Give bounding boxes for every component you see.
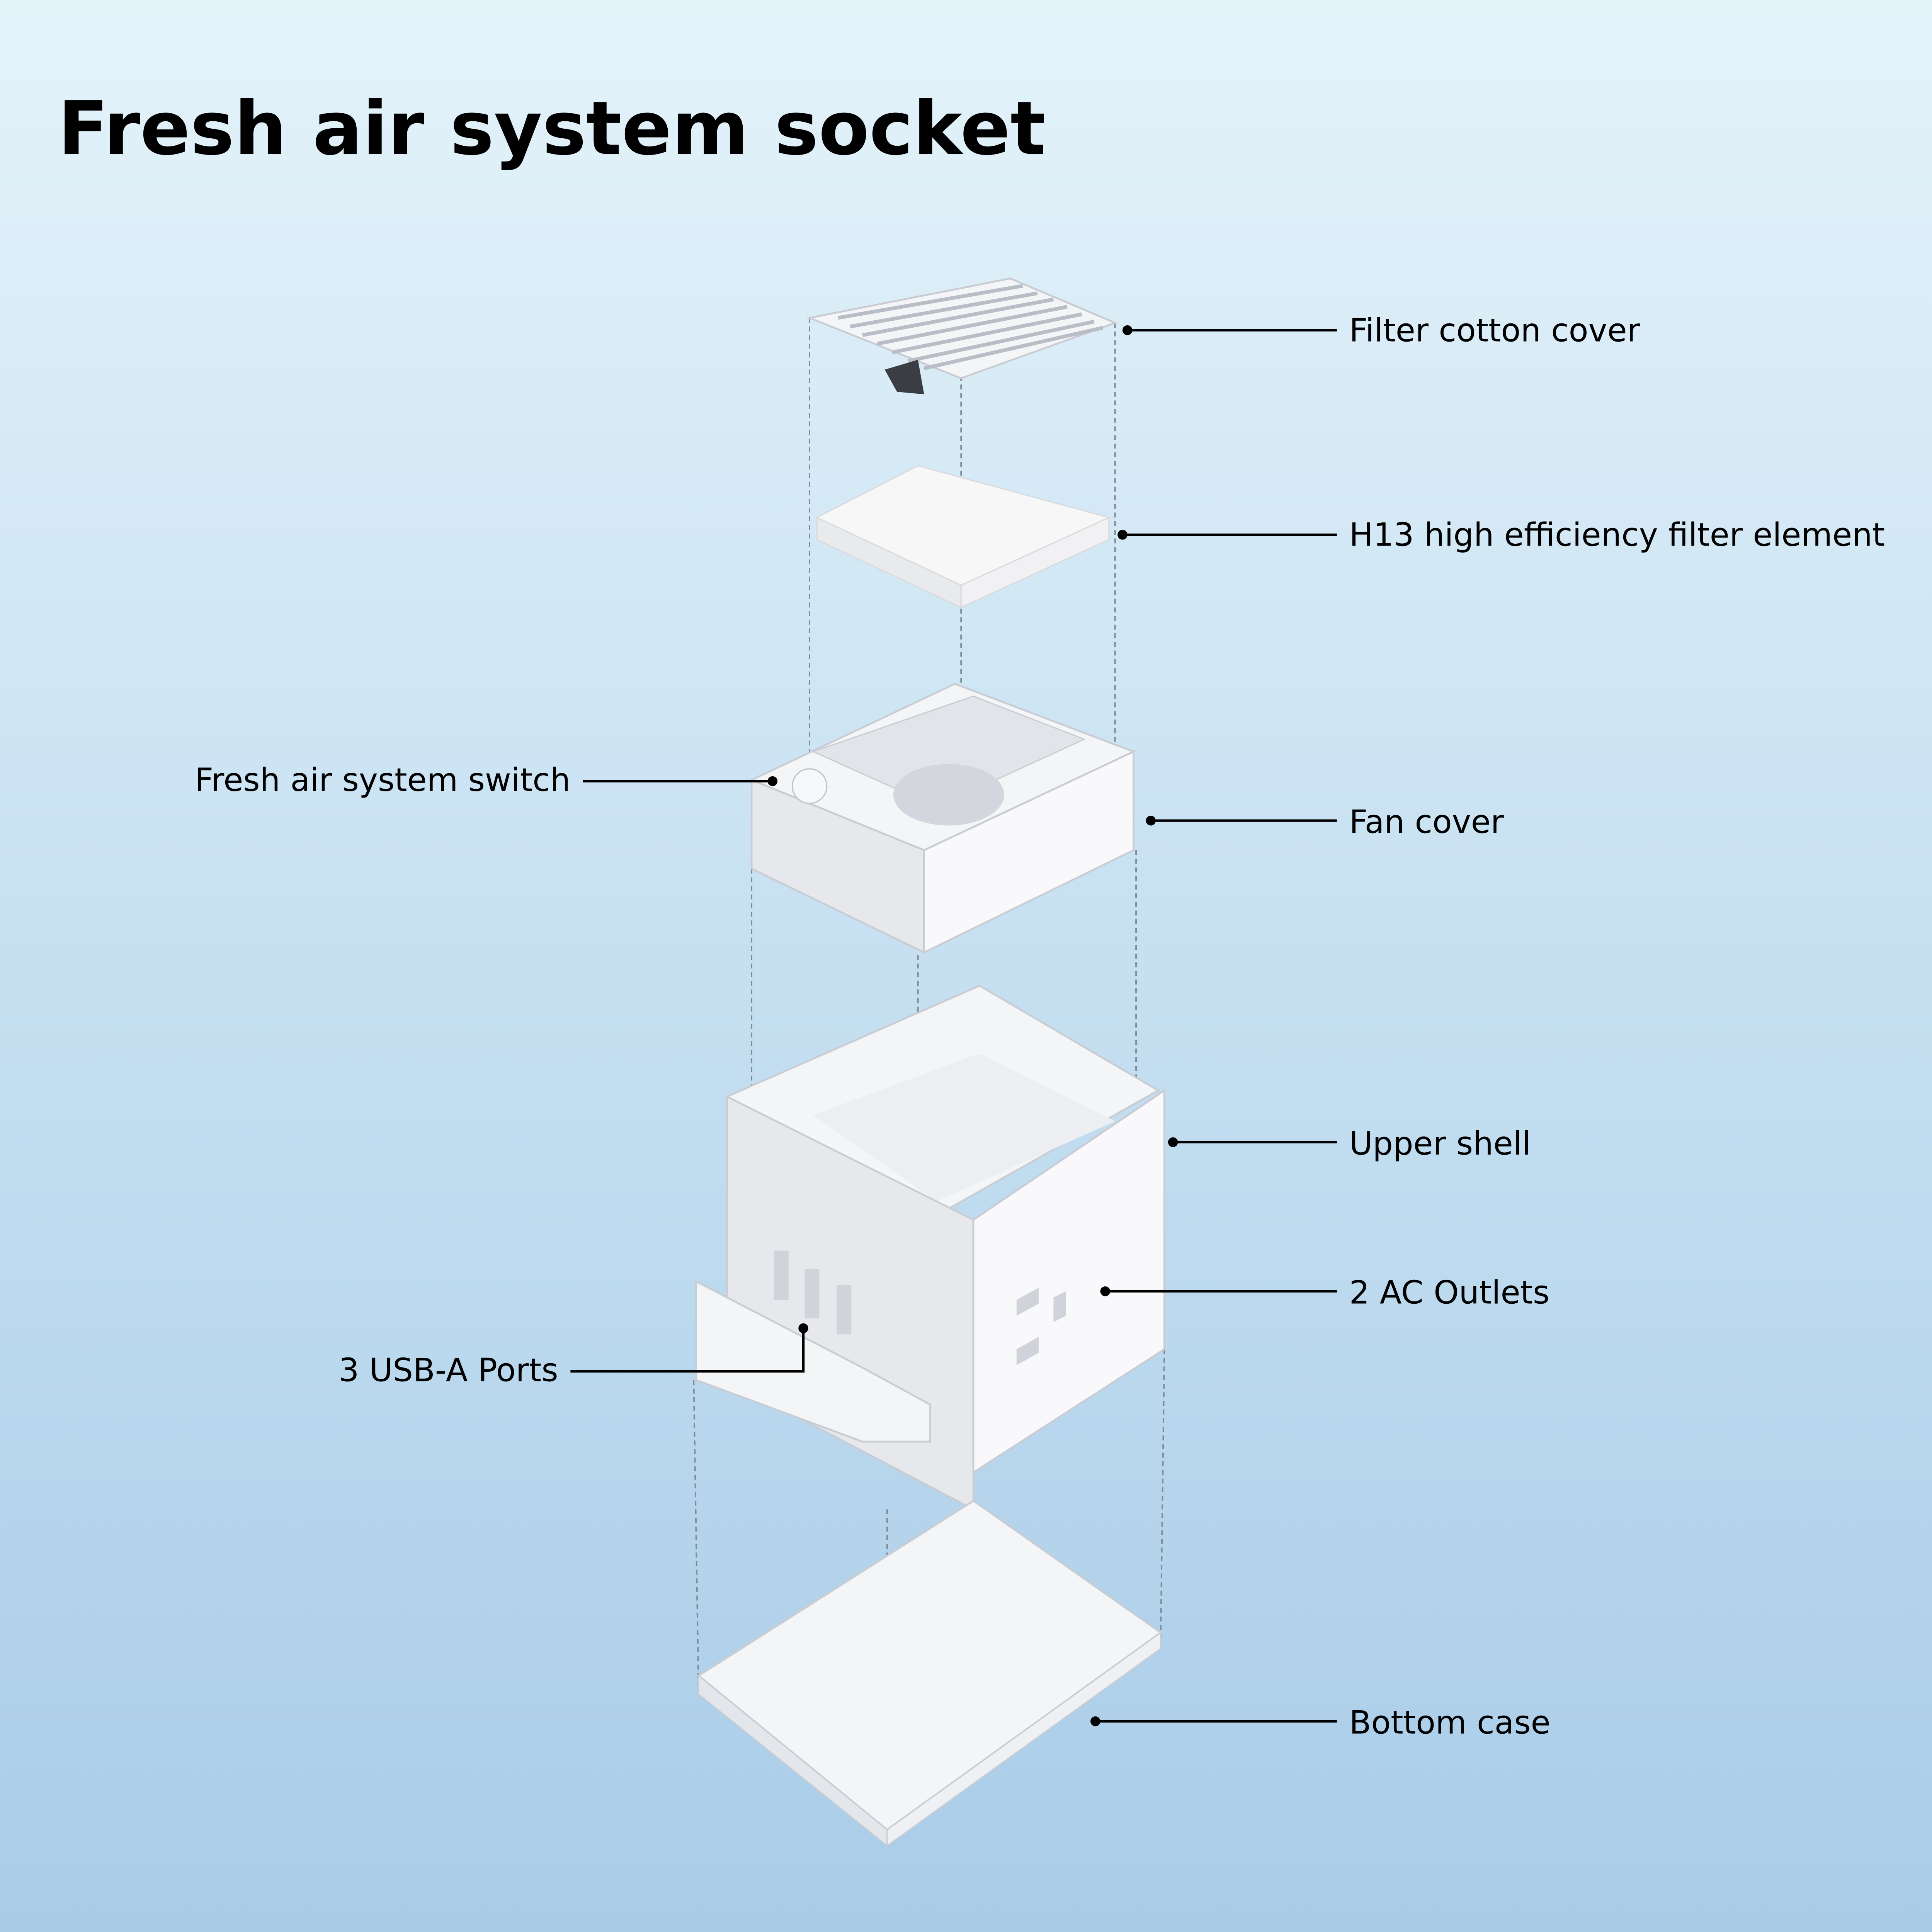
callout-upper-shell: Upper shell: [1168, 1125, 1531, 1162]
label-switch: Fresh air system switch: [195, 761, 571, 799]
callout-filter-cotton-cover: Filter cotton cover: [1122, 311, 1641, 349]
h13-filter-part: [815, 465, 1111, 609]
callout-ac-outlets: 2 AC Outlets: [1100, 1274, 1550, 1311]
bottom-case-part: [697, 1500, 1162, 1847]
upper-shell-part: [695, 985, 1165, 1511]
switch-button[interactable]: [791, 768, 828, 804]
callout-switch: Fresh air system switch: [195, 761, 778, 799]
label-upper-shell: Upper shell: [1349, 1125, 1531, 1162]
usb-port: [837, 1285, 852, 1335]
label-bottom-case: Bottom case: [1349, 1704, 1551, 1742]
usb-port: [804, 1269, 820, 1318]
ac-outlet: [1016, 1287, 1039, 1316]
label-ac-outlets: 2 AC Outlets: [1349, 1274, 1550, 1311]
label-h13-filter: H13 high efficiency filter element: [1349, 516, 1885, 554]
filter-cotton-cover-part: [806, 277, 1118, 395]
callout-fan-cover: Fan cover: [1146, 803, 1504, 841]
label-fan-cover: Fan cover: [1349, 803, 1504, 841]
callout-usb-ports: 3 USB-A Ports: [339, 1323, 808, 1389]
usb-port: [774, 1250, 789, 1300]
label-usb-ports: 3 USB-A Ports: [339, 1352, 558, 1389]
ac-outlet: [1016, 1337, 1039, 1366]
callout-h13-filter: H13 high efficiency filter element: [1117, 516, 1885, 554]
callout-bottom-case: Bottom case: [1090, 1704, 1551, 1742]
label-filter-cotton-cover: Filter cotton cover: [1349, 311, 1641, 349]
page-title: Fresh air system socket: [58, 86, 1046, 172]
fan-cover-part: [749, 683, 1136, 954]
